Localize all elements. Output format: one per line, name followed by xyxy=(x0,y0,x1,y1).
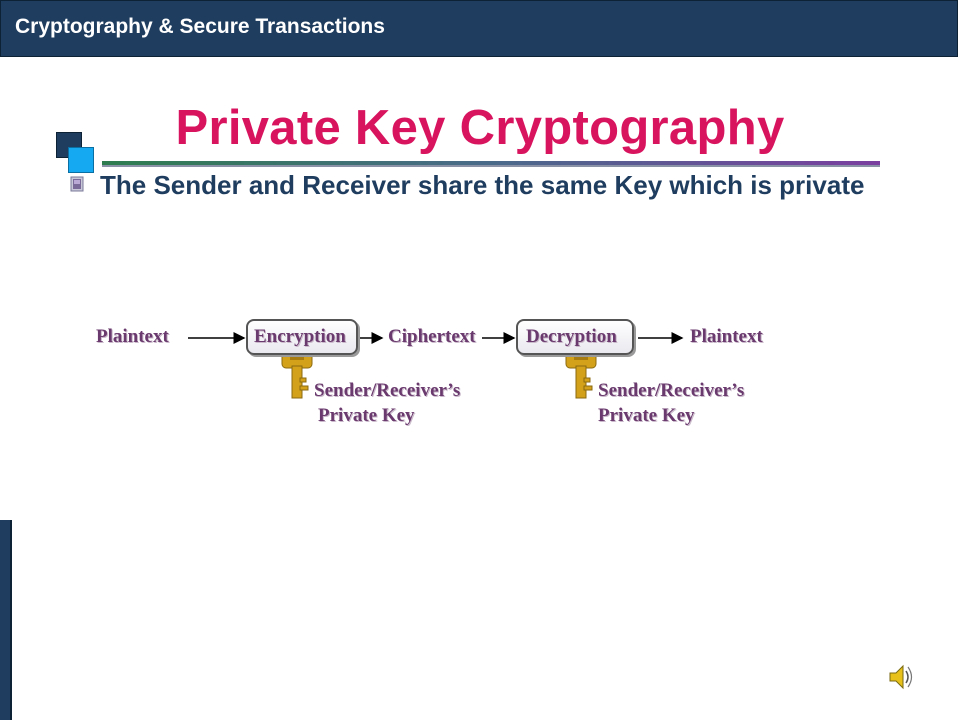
slide-title: Private Key Cryptography xyxy=(175,101,785,155)
speaker-icon[interactable] xyxy=(888,662,914,692)
label-encryption: Encryption xyxy=(254,326,346,347)
bullet-icon xyxy=(70,176,84,192)
header-title: Cryptography & Secure Transactions xyxy=(15,15,385,38)
label-plaintext-out: Plaintext xyxy=(690,326,763,347)
decryption-box xyxy=(516,319,634,355)
label-plaintext-in: Plaintext xyxy=(96,326,169,347)
encryption-box xyxy=(246,319,358,355)
header-bar: Cryptography & Secure Transactions xyxy=(0,0,958,57)
key-label-2-line2: Private Key xyxy=(598,405,695,426)
label-ciphertext: Ciphertext xyxy=(388,326,476,347)
label-decryption: Decryption xyxy=(526,326,617,347)
decorative-square-light xyxy=(68,147,94,173)
key-label-1-line1: Sender/Receiver’s xyxy=(314,380,461,401)
bullet-text: The Sender and Receiver share the same K… xyxy=(100,170,865,200)
key-label-1-line2: Private Key xyxy=(318,405,415,426)
left-accent-bar xyxy=(0,520,12,720)
key-icon xyxy=(281,347,313,399)
key-icon xyxy=(565,347,597,399)
key-label-2-line1: Sender/Receiver’s xyxy=(598,380,745,401)
title-underline xyxy=(102,161,880,167)
